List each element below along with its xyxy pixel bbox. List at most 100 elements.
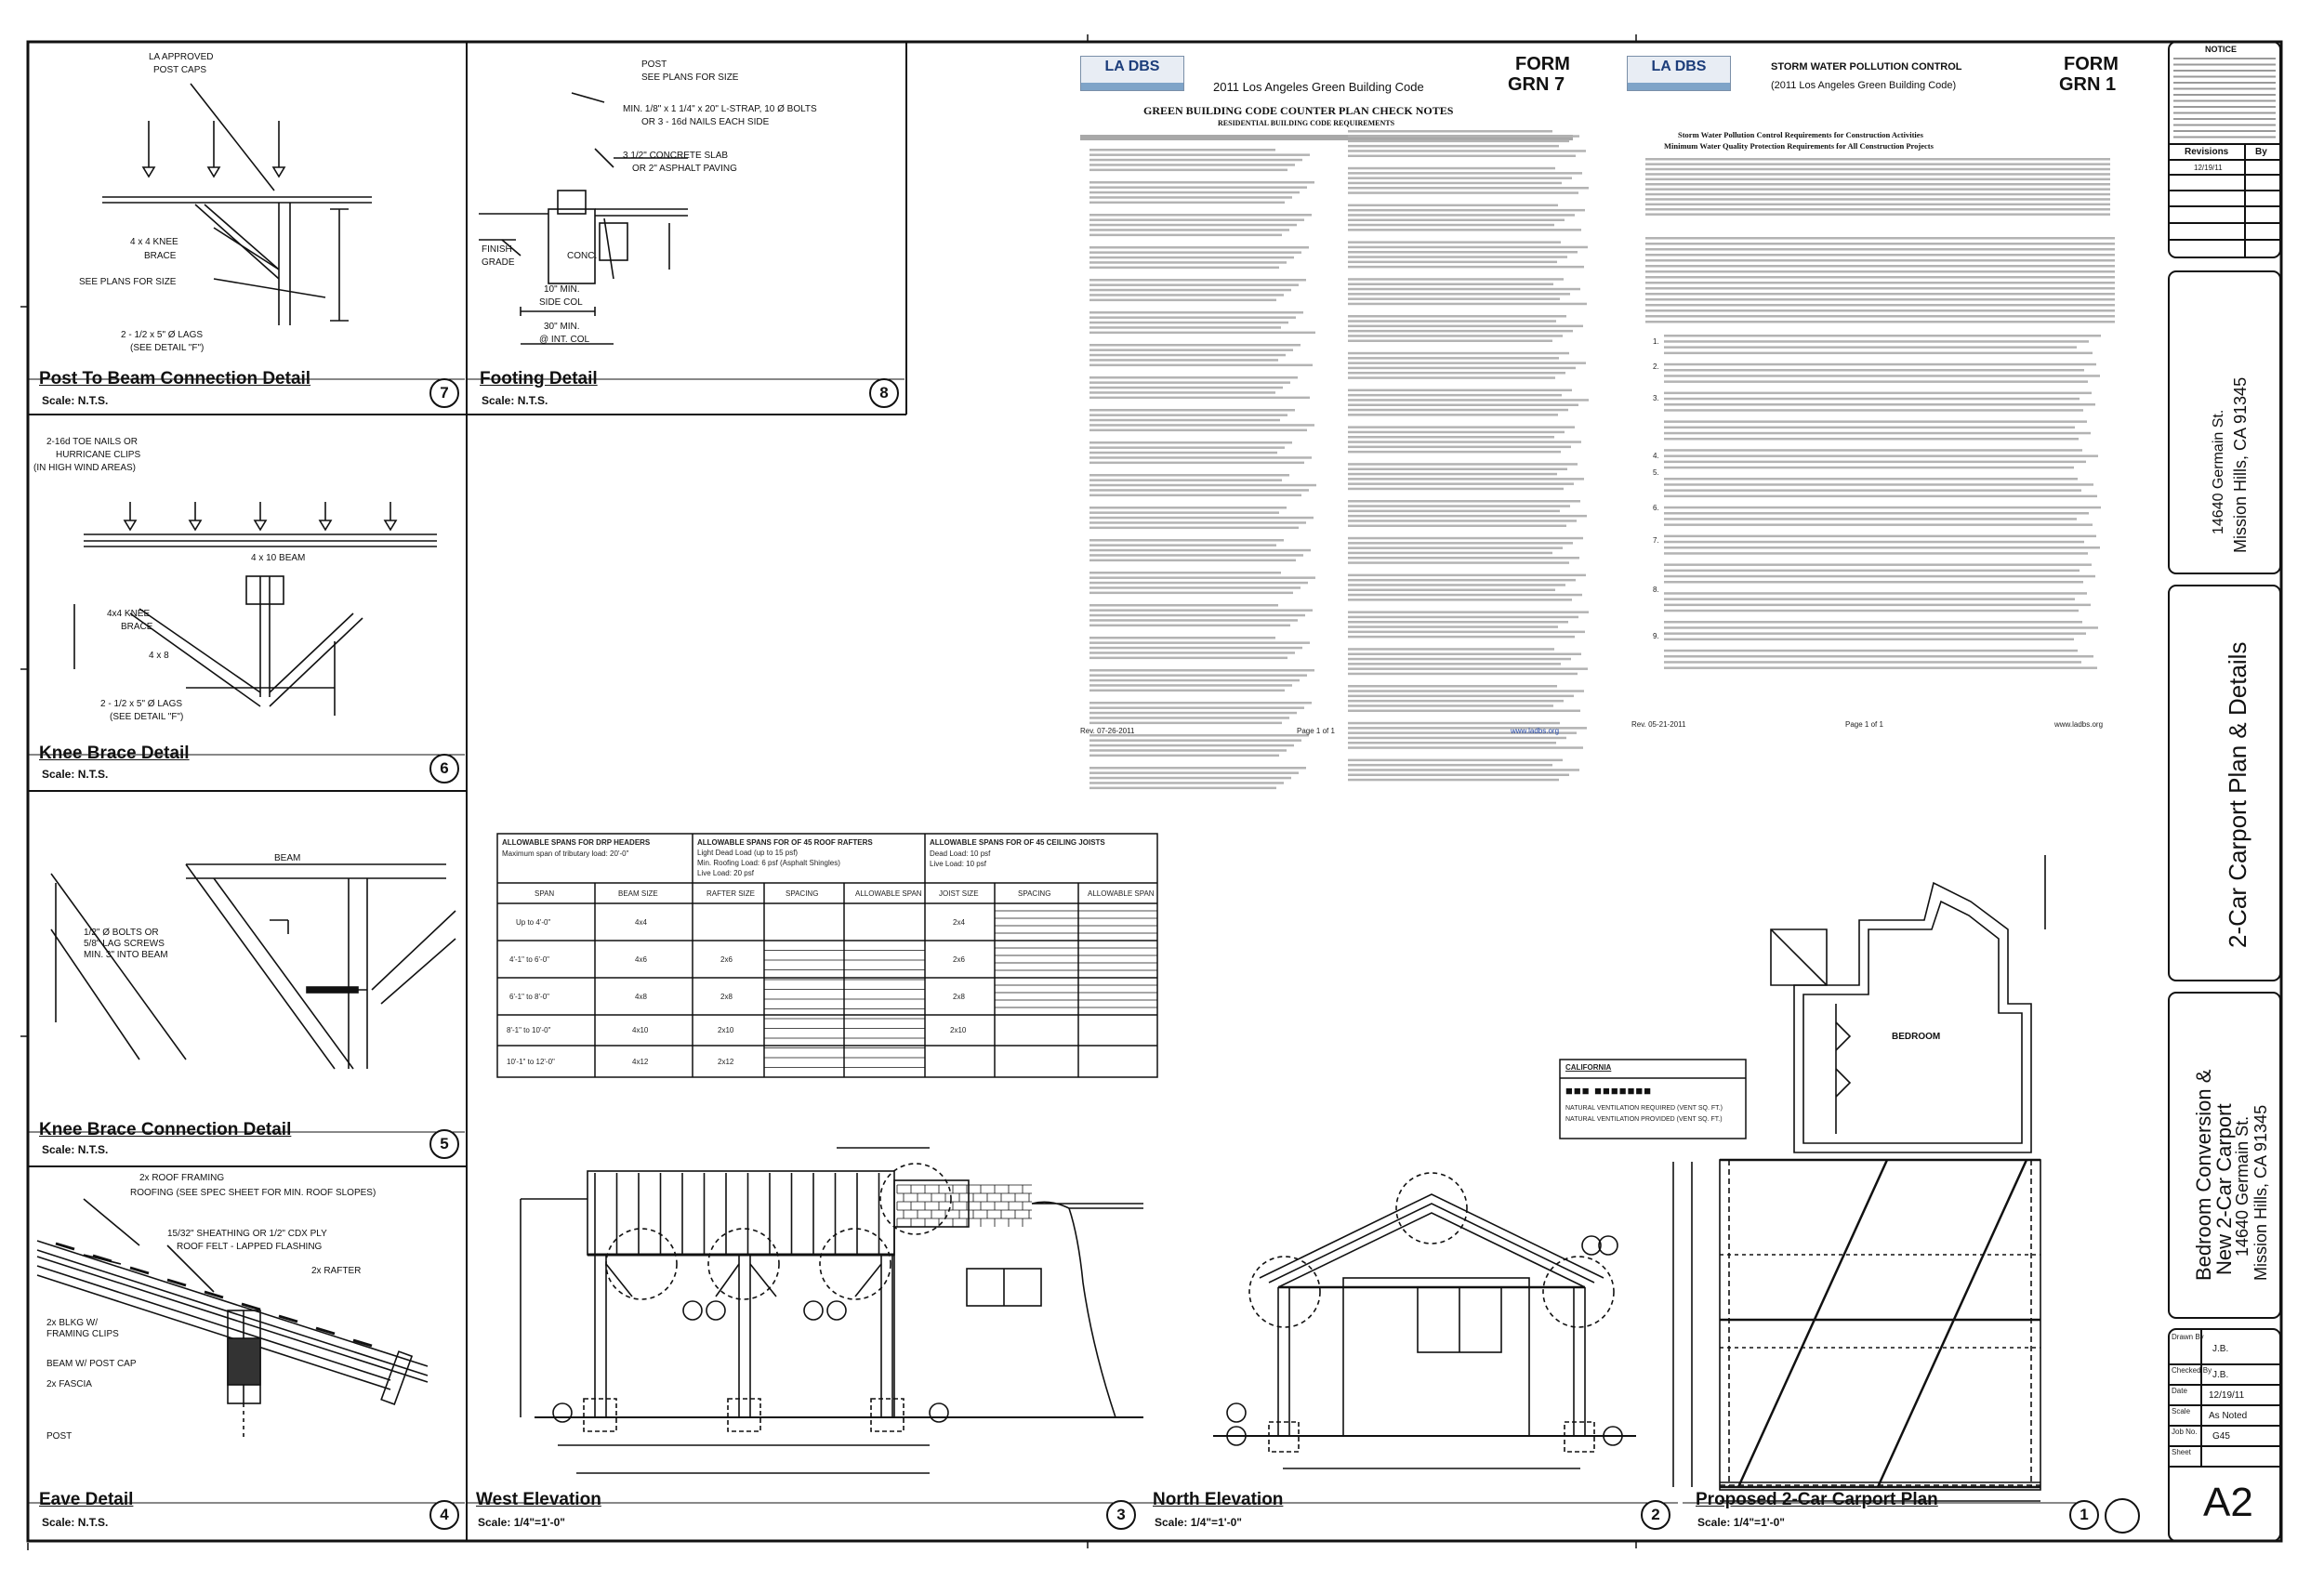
grn1-text-line [1664,598,2075,600]
grn7-text-line [1348,223,1554,227]
grn7-text-line [1348,241,1561,244]
notice-line [2173,99,2276,102]
grn7-text-line [1089,376,1298,379]
grn7-text-line [1089,409,1295,412]
grn1-text-line [1664,626,2098,629]
grn1-text-line [1645,192,2110,196]
grn7-text-line [1348,366,1576,370]
grn7-text-line [1348,731,1577,734]
grn7-text-line [1089,349,1293,351]
d7-note-3: 4 x 4 KNEE [130,237,178,247]
grn7-text-line [1089,786,1276,790]
grn1-text-line [1645,178,2110,181]
span-col-2: BEAM SIZE [618,889,658,898]
d1-title: Proposed 2-Car Carport Plan [1696,1490,1938,1509]
grn7-text-line [1348,778,1559,782]
grn1-text-line [1664,574,2095,578]
grn1-text-line [1664,466,2074,469]
grn7-text-line [1089,223,1297,227]
grn7-text-line [1089,261,1287,264]
grn1-text-line [1645,321,2115,323]
grn7-text-line [1348,150,1586,152]
grn7-text-line [1089,229,1289,231]
d7-note-4: BRACE [144,251,177,261]
grn1-text-line [1664,632,2086,635]
grn7-text-line [1089,233,1282,237]
span-h2b: Light Dead Load (up to 15 psf) [697,849,799,857]
grn1-heading: STORM WATER POLLUTION CONTROL [1771,61,1962,72]
notice-line [2173,94,2276,96]
grn7-text-line [1089,652,1295,654]
tb-checked-label: Checked By [2172,1366,2212,1375]
ventilation-legend [1559,1059,1747,1139]
grn7-text-line [1089,771,1299,774]
notice-line [2173,136,2276,138]
d6-number: 6 [429,754,459,783]
d8-scale: Scale: N.T.S. [482,394,548,407]
grn7-text-line [1089,689,1285,692]
grn1-text-line [1664,380,2088,383]
d8-note-9: CONC. [567,251,598,261]
d2-scale: Scale: 1/4"=1'-0" [1155,1516,1242,1529]
grn1-logo-text: LA DBS [1651,59,1707,74]
grn1-text-line [1664,638,2074,641]
grn7-text-line [1348,657,1571,661]
d8-note-1: POST [641,59,667,70]
grn7-text-line [1089,461,1304,465]
grn7-text-line [1348,139,1569,143]
grn1-text-line [1645,188,2110,191]
grn7-text-line [1348,177,1572,179]
tb-drawn: J.B. [2212,1344,2229,1354]
grn7-text-line [1089,363,1313,367]
notice-line [2173,70,2276,72]
grn7-text-line [1348,265,1584,269]
grn7-text-line [1348,615,1578,619]
grn1-form-label: FORM [2064,54,2119,74]
legend-main: ■■■ ■■■■■■■ [1565,1084,1653,1098]
span-col-4: SPACING [786,889,819,898]
grn7-text-line [1348,573,1586,577]
notice-line [2173,118,2276,120]
grn1-footer-mid: Page 1 of 1 [1845,720,1883,729]
grn7-text-line [1348,130,1552,133]
span-col-8: ALLOWABLE SPAN [1088,889,1155,898]
grn7-text-line [1348,736,1566,740]
grn1-text-line [1645,213,2110,216]
grn7-text-line [1348,408,1568,412]
grn1-text-line [1645,282,2115,284]
beam-1: 4x4 [635,918,647,927]
grn7-text-line [1348,463,1578,466]
d5-note-2: 1/2" Ø BOLTS OR [84,928,159,938]
notice-line [2173,63,2276,66]
grn7-text-line [1089,609,1313,612]
grn1-text-line [1645,183,2110,186]
beam-4: 4x10 [632,1026,649,1034]
grn7-form-code: GRN 7 [1508,74,1565,95]
grn7-text-line [1089,507,1287,509]
grn7-text-line [1348,430,1565,434]
rafter-5: 2x12 [718,1058,734,1066]
d7-note-7: (SEE DETAIL "F") [130,343,205,353]
tb-address-2: Mission Hills, CA 91345 [2231,376,2250,553]
grn1-text-line [1664,569,2080,573]
grn7-text-line [1089,344,1301,347]
d7-number: 7 [429,378,459,408]
grn7-logo-text: LA DBS [1104,59,1160,74]
grn7-text-line [1348,520,1577,522]
grn1-text-line [1645,203,2110,206]
grn7-text-line [1348,758,1563,762]
grn1-item-5: 5. [1653,468,1659,477]
tb-sheet-label: Sheet [2172,1448,2191,1456]
grn7-text-line [1348,187,1589,190]
grn7-text-line [1348,557,1579,560]
grn1-title1: Storm Water Pollution Control Requiremen… [1678,130,1923,139]
grn7-text-line [1089,298,1276,302]
grn1-text-line [1664,609,2079,612]
tb-date-label: Date [2172,1387,2187,1395]
grn7-text-line [1089,521,1306,524]
grn7-text-line [1348,584,1565,586]
d7-note-5: SEE PLANS FOR SIZE [79,277,177,287]
grn1-item-9: 9. [1653,632,1659,640]
grn1-logo: LA DBS [1627,56,1731,91]
grn7-text-line [1348,388,1572,392]
